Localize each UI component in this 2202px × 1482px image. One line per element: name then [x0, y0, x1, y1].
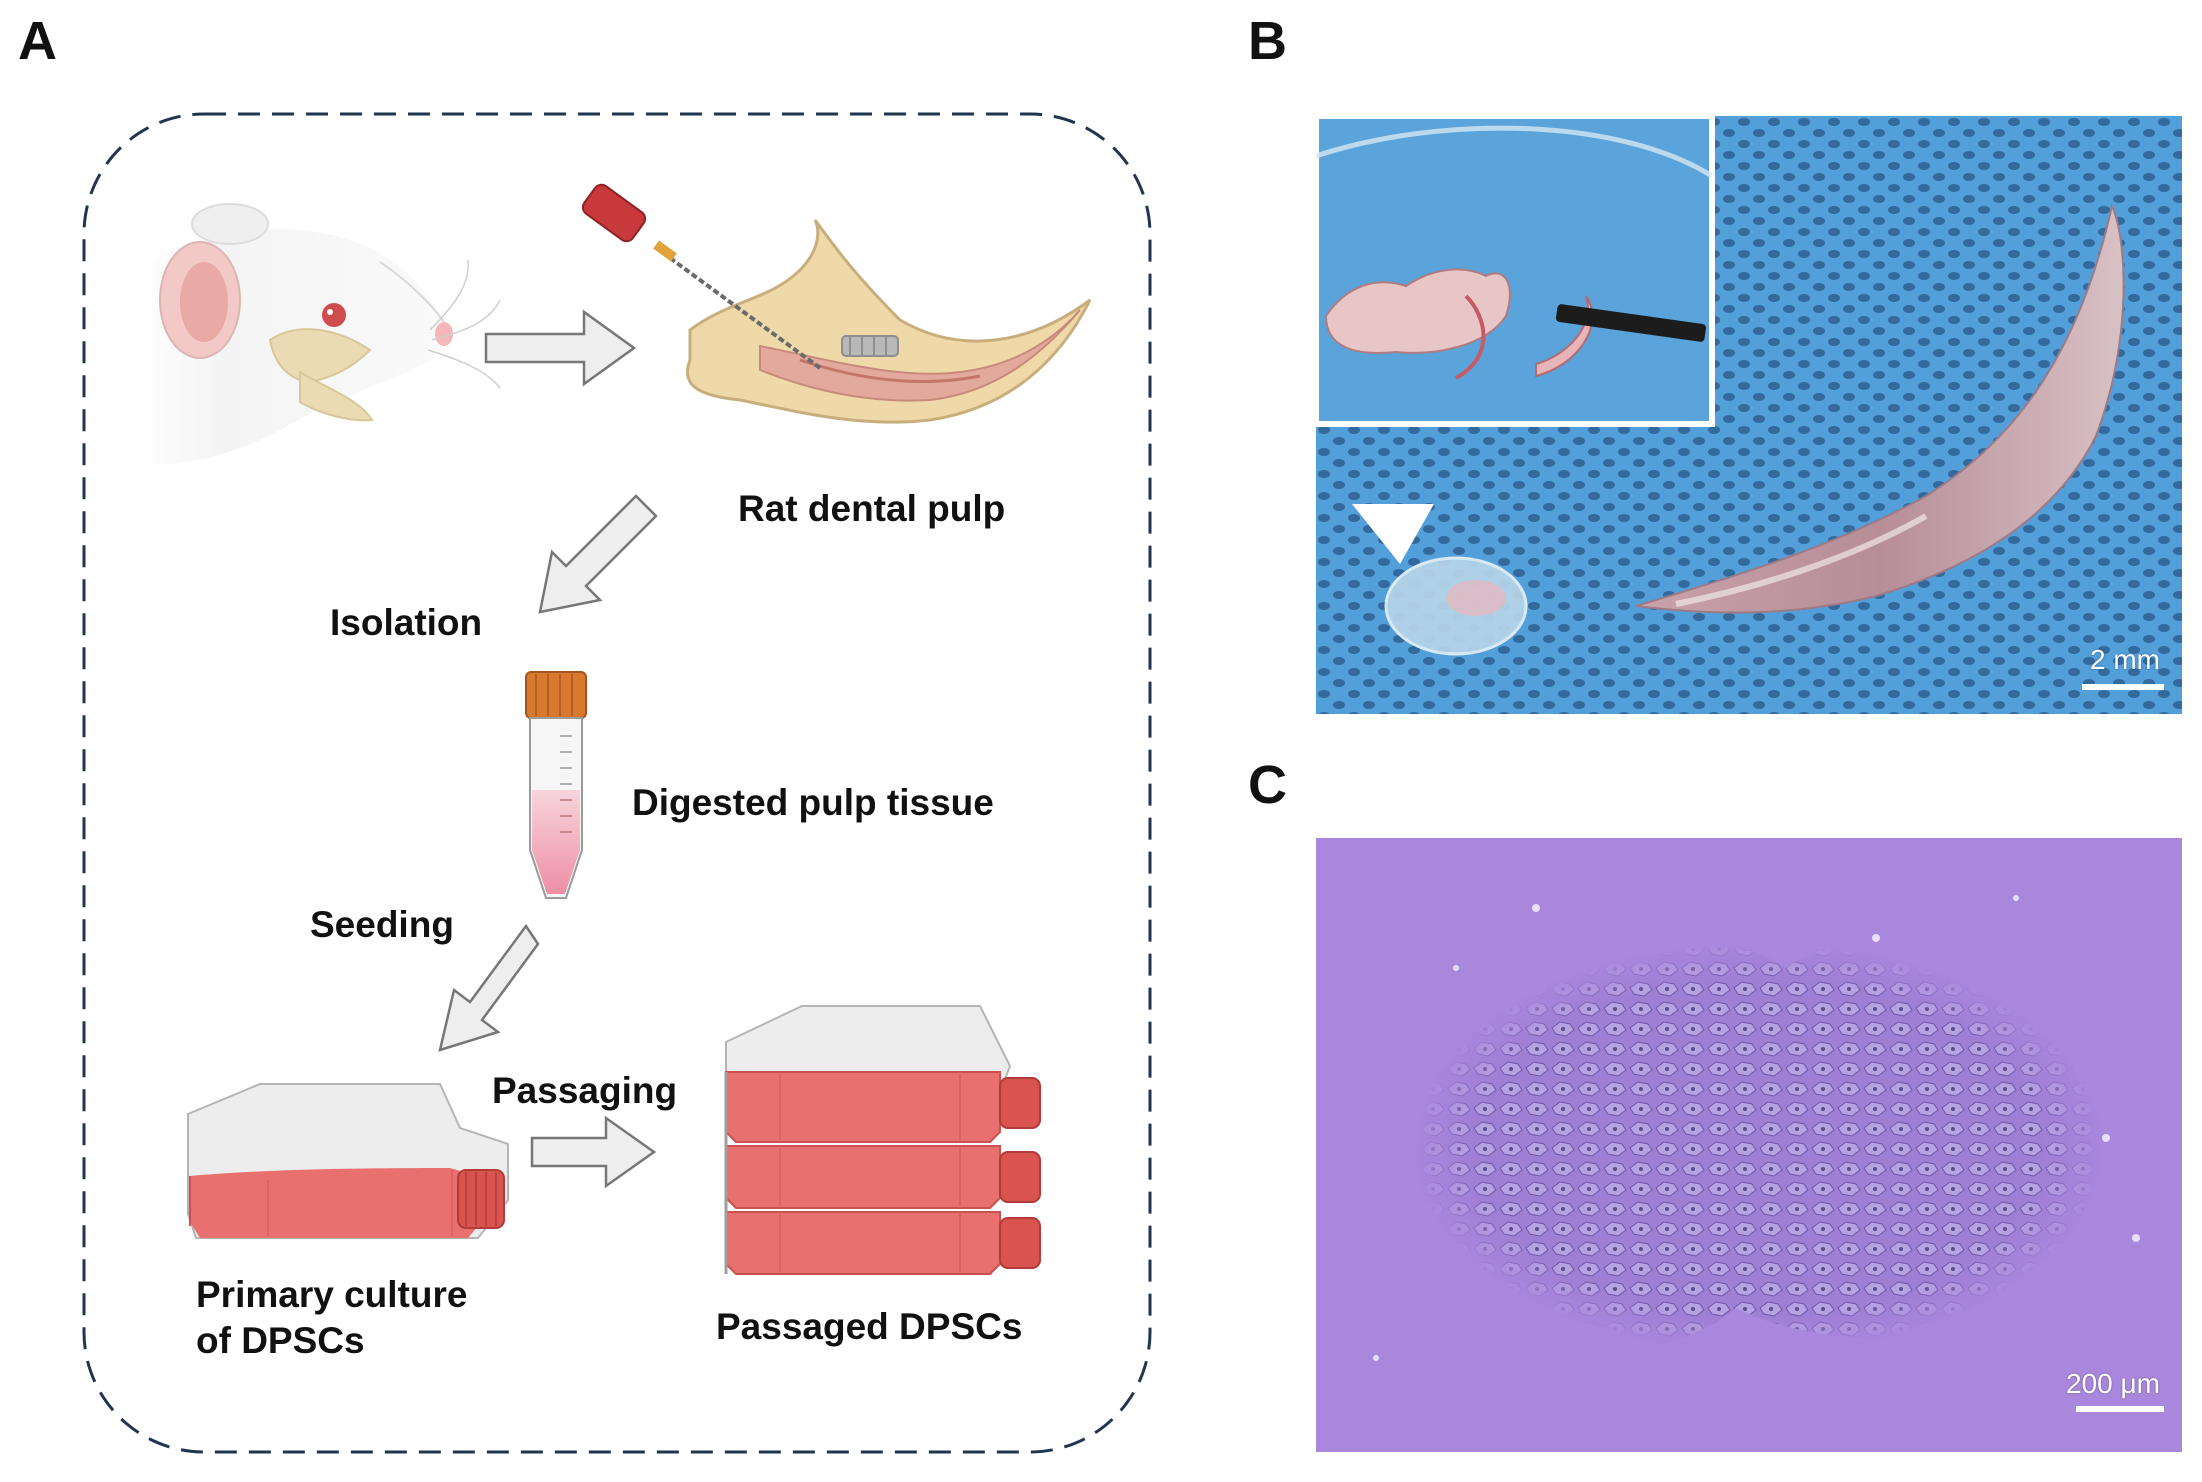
culture-flask-icon — [187, 1083, 509, 1239]
scale-bar-b — [2082, 684, 2164, 690]
panel-letter-a: A — [18, 11, 57, 71]
workflow-frame — [82, 112, 1152, 1454]
arrowhead-marker-icon — [1352, 504, 1434, 564]
flask-stack-icon — [724, 1005, 1041, 1275]
label-passaging: Passaging — [492, 1070, 678, 1111]
scale-bar-label-c: 200 μm — [2066, 1368, 2160, 1399]
arrow-seeding — [438, 923, 540, 1052]
label-rat-dental-pulp: Rat dental pulp — [738, 488, 1006, 529]
workflow-schematic — [82, 112, 1152, 1454]
panel-letter-b: B — [1248, 11, 1287, 71]
dpsc-colony-micrograph: 200 μm — [1316, 838, 2182, 1452]
dental-pulp-photo: 2 mm — [1316, 116, 2182, 714]
label-primary-culture: Primary culture of DPSCs — [196, 1272, 467, 1365]
centrifuge-tube-icon — [525, 671, 587, 899]
inset-photo — [1316, 116, 1715, 427]
dental-pulp-photo-image — [1316, 116, 2182, 714]
arrow-passaging — [530, 1115, 657, 1189]
endodontic-file-icon — [581, 183, 822, 370]
jaw-bone-icon — [686, 219, 1092, 424]
label-primary-culture-line1: Primary culture — [196, 1274, 468, 1315]
scale-bar-c — [2076, 1406, 2164, 1412]
panel-letter-c: C — [1248, 755, 1287, 815]
rat-head-icon — [140, 203, 501, 465]
arrow-extract — [484, 309, 637, 387]
label-digested-pulp-tissue: Digested pulp tissue — [632, 782, 994, 823]
dpsc-colony-micrograph-image — [1316, 838, 2182, 1452]
arrow-isolation — [538, 494, 658, 614]
label-passaged-dpscs: Passaged DPSCs — [716, 1306, 1023, 1347]
label-primary-culture-line2: of DPSCs — [196, 1320, 365, 1362]
scale-bar-label-b: 2 mm — [2090, 644, 2160, 675]
label-isolation: Isolation — [330, 602, 483, 643]
label-seeding: Seeding — [310, 904, 454, 945]
